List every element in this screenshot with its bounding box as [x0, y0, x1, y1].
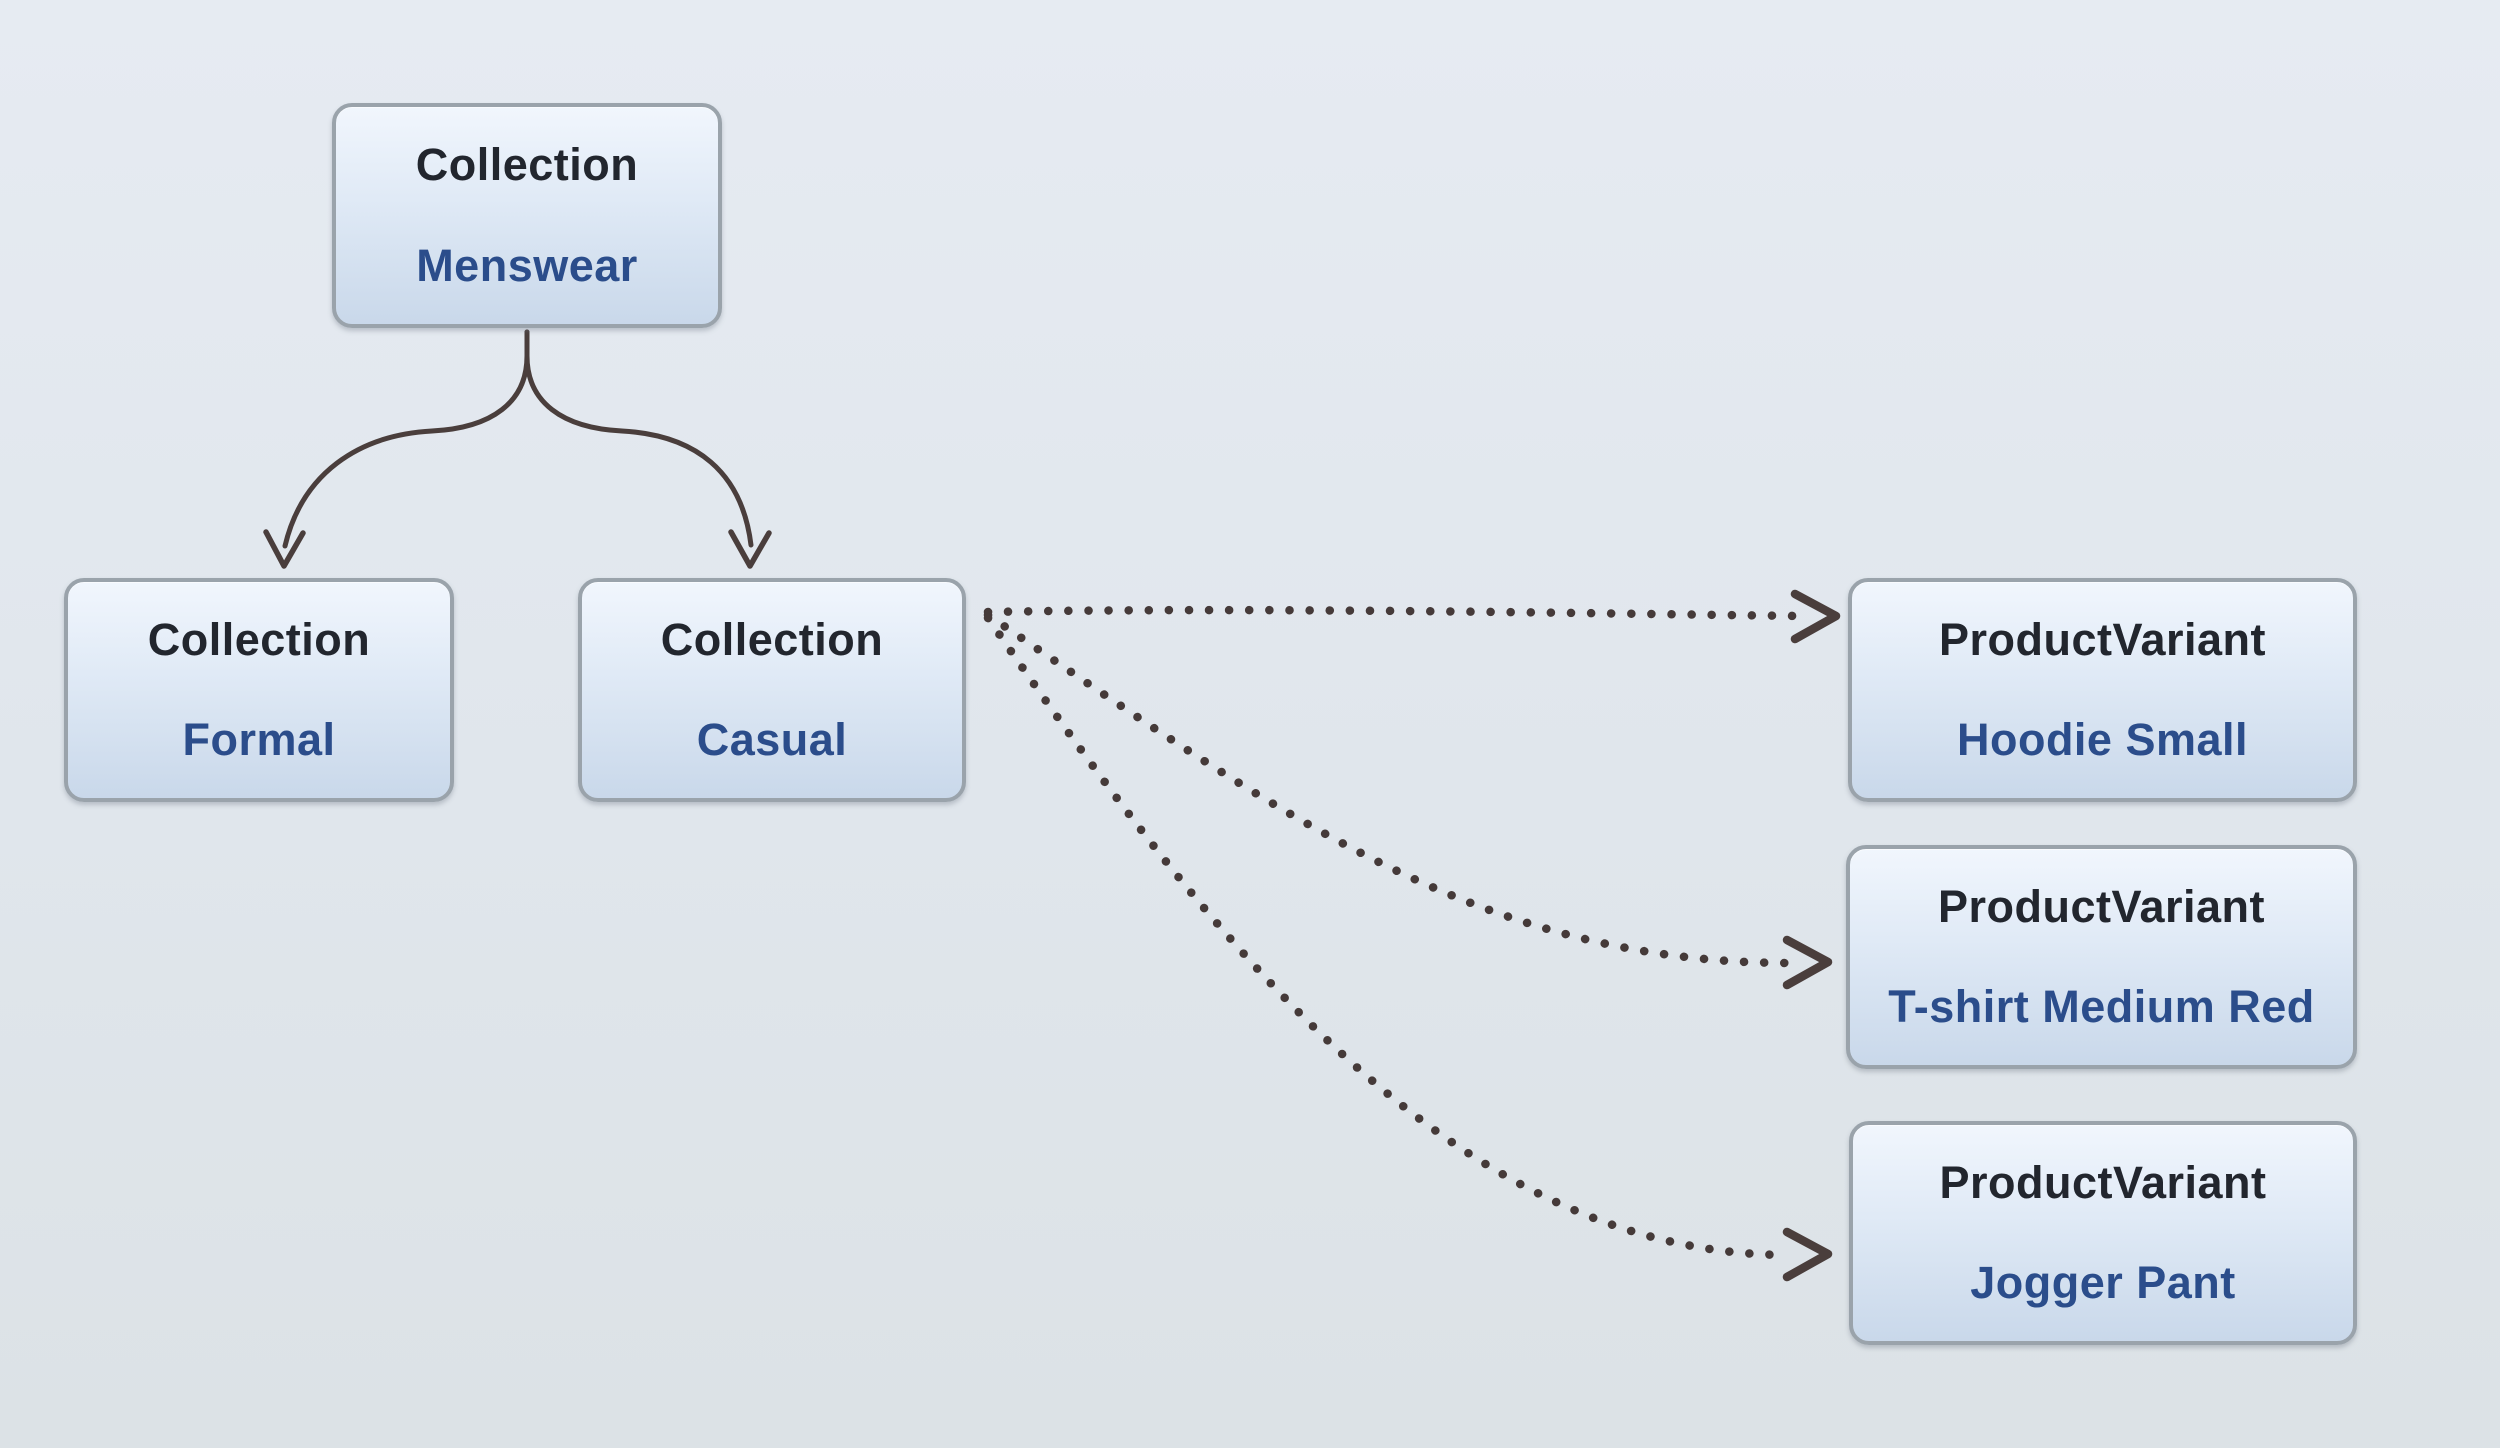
node-name-label: T-shirt Medium Red: [1888, 981, 2315, 1032]
arrowhead-tshirt-icon: [1782, 935, 1833, 990]
node-collection-casual: Collection Casual: [578, 578, 966, 802]
edge-casual-tshirt: [983, 610, 1833, 990]
node-name-label: Formal: [182, 714, 336, 765]
arrowhead-hoodie-icon: [1790, 589, 1841, 644]
node-type-label: ProductVariant: [1939, 1157, 2267, 1208]
node-type-label: ProductVariant: [1937, 881, 2266, 932]
node-type-label: Collection: [415, 139, 639, 190]
node-productvariant-jogger-pant: ProductVariant Jogger Pant: [1849, 1121, 2357, 1345]
edge-menswear-casual: [524, 329, 772, 569]
edge-casual-jogger: [983, 613, 1833, 1282]
node-name-label: Hoodie Small: [1956, 714, 2249, 765]
node-name-label: Jogger Pant: [1970, 1257, 2236, 1308]
node-type-label: Collection: [660, 614, 884, 665]
node-collection-formal: Collection Formal: [64, 578, 454, 802]
node-type-label: Collection: [147, 614, 371, 665]
edge-menswear-formal: [263, 329, 530, 569]
node-productvariant-tshirt-medium-red: ProductVariant T-shirt Medium Red: [1846, 845, 2357, 1069]
node-collection-menswear: Collection Menswear: [332, 103, 722, 328]
arrowhead-jogger-icon: [1782, 1227, 1833, 1282]
node-productvariant-hoodie-small: ProductVariant Hoodie Small: [1848, 578, 2357, 802]
edge-casual-hoodie: [983, 589, 1841, 644]
arrowhead-formal-icon: [263, 529, 306, 569]
node-type-label: ProductVariant: [1938, 614, 2267, 665]
node-name-label: Casual: [696, 714, 848, 765]
node-name-label: Menswear: [416, 240, 638, 291]
arrowhead-casual-icon: [728, 529, 772, 569]
